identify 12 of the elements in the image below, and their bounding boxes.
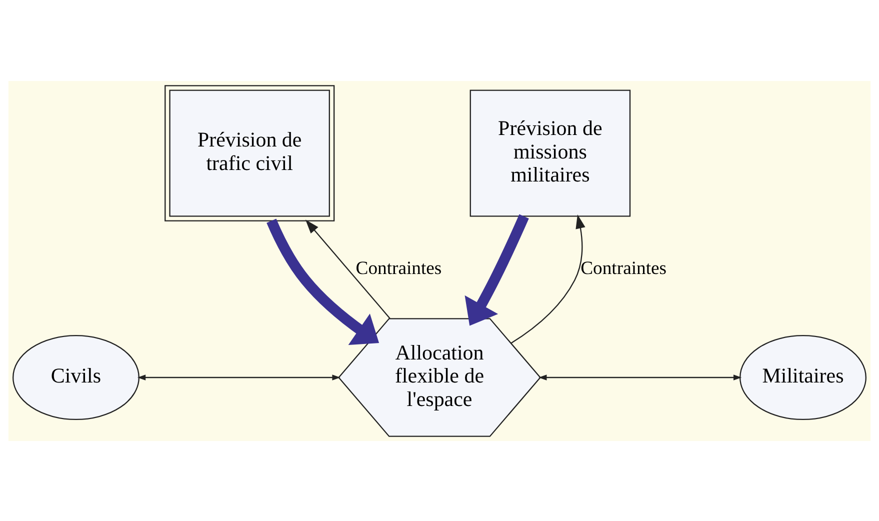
edge-label: Contraintes: [356, 258, 442, 279]
node-ellipse: Civils: [12, 334, 140, 420]
arrow: [510, 214, 586, 344]
node-box: Prévision de missions militaires: [470, 89, 631, 216]
arrow: [464, 214, 529, 326]
arrow: [137, 374, 340, 380]
arrow: [305, 219, 390, 318]
edge-label: Contraintes: [580, 258, 667, 279]
node-box: Prévision de trafic civil: [164, 84, 335, 221]
node-ellipse: Militaires: [740, 334, 866, 420]
arrow: [266, 218, 380, 344]
arrow: [538, 374, 742, 380]
